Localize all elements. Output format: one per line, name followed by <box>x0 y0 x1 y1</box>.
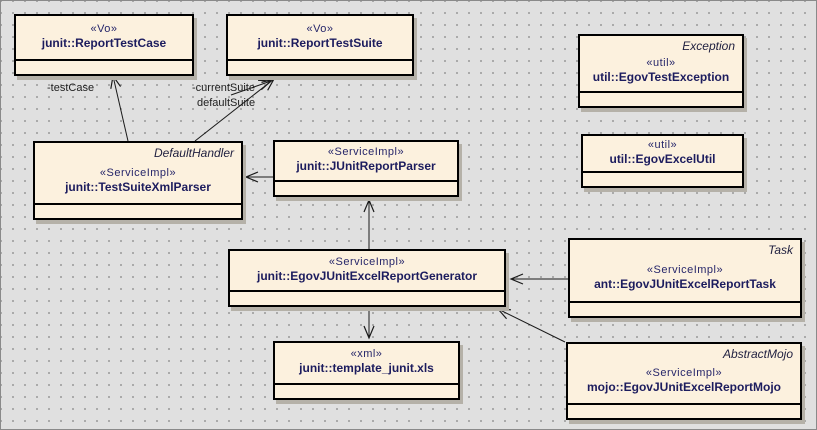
edge-label-testcase: -testCase <box>47 82 95 94</box>
attributes-compartment <box>228 59 412 74</box>
class-name-label: junit::ReportTestSuite <box>257 35 383 50</box>
class-test-suite-xml-parser[interactable]: DefaultHandler «ServiceImpl» junit::Test… <box>33 141 243 220</box>
stereotype-label: «xml» <box>350 348 383 360</box>
class-name-label: util::EgovExcelUtil <box>609 151 716 166</box>
edge-label-defaultsuite: defaultSuite <box>197 97 256 109</box>
association-testcase-arrow[interactable] <box>110 74 129 142</box>
class-egov-junit-excel-report-generator[interactable]: «ServiceImpl» junit::EgovJUnitExcelRepor… <box>228 249 506 307</box>
stereotype-label: «Vo» <box>90 22 118 35</box>
stereotype-label: «ServiceImpl» <box>327 146 405 158</box>
class-title: «ServiceImpl» junit::JUnitReportParser <box>275 142 457 180</box>
stereotype-label: «util» <box>647 138 678 151</box>
stereotype-label: «util» <box>646 57 676 69</box>
class-title: «util» util::EgovExcelUtil <box>583 136 742 171</box>
class-name-label: mojo::EgovJUnitExcelReportMojo <box>586 380 781 394</box>
class-name-label: ant::EgovJUnitExcelReportTask <box>594 277 776 291</box>
attributes-compartment <box>570 301 800 316</box>
class-title: «Vo» junit::ReportTestCase <box>16 16 192 59</box>
supertype-label: Task <box>768 243 793 257</box>
class-title: «ServiceImpl» junit::EgovJUnitExcelRepor… <box>230 251 504 290</box>
stereotype-label: «ServiceImpl» <box>645 367 723 379</box>
class-title: «ServiceImpl» junit::TestSuiteXmlParser <box>35 160 241 203</box>
class-junit-report-parser[interactable]: «ServiceImpl» junit::JUnitReportParser <box>273 140 459 197</box>
class-title: «util» util::EgovTestException <box>580 53 742 91</box>
class-name-label: junit::template_junit.xls <box>299 361 434 375</box>
association-mojo-to-generator-arrow[interactable] <box>496 308 566 343</box>
stereotype-label: «ServiceImpl» <box>646 264 724 276</box>
attributes-compartment <box>583 171 742 186</box>
association-currentsuite-arrow[interactable] <box>230 79 273 96</box>
attributes-compartment <box>275 180 457 195</box>
class-egov-junit-excel-report-mojo[interactable]: AbstractMojo «ServiceImpl» mojo::EgovJUn… <box>566 342 802 420</box>
class-egov-junit-excel-report-task[interactable]: Task «ServiceImpl» ant::EgovJUnitExcelRe… <box>568 238 802 318</box>
stereotype-label: «ServiceImpl» <box>99 166 177 179</box>
class-title: «xml» junit::template_junit.xls <box>275 343 458 383</box>
class-egov-excel-util[interactable]: «util» util::EgovExcelUtil <box>581 134 744 188</box>
class-name-label: junit::EgovJUnitExcelReportGenerator <box>256 268 478 283</box>
supertype-label: Exception <box>682 39 735 53</box>
stereotype-label: «ServiceImpl» <box>328 255 406 268</box>
attributes-compartment <box>568 403 800 418</box>
class-name-label: util::EgovTestException <box>592 70 730 84</box>
attributes-compartment <box>230 290 504 305</box>
class-egov-test-exception[interactable]: Exception «util» util::EgovTestException <box>578 34 744 108</box>
attributes-compartment <box>35 203 241 218</box>
edge-label-currentsuite: -currentSuite <box>192 82 255 94</box>
class-report-test-case[interactable]: «Vo» junit::ReportTestCase <box>14 14 194 76</box>
stereotype-label: «Vo» <box>306 22 334 35</box>
supertype-label: AbstractMojo <box>722 347 793 361</box>
class-name-label: junit::ReportTestCase <box>41 35 167 50</box>
class-title: «Vo» junit::ReportTestSuite <box>228 16 412 59</box>
supertype-label: DefaultHandler <box>153 146 234 160</box>
class-name-label: junit::TestSuiteXmlParser <box>65 179 211 194</box>
attributes-compartment <box>16 59 192 74</box>
class-report-test-suite[interactable]: «Vo» junit::ReportTestSuite <box>226 14 414 76</box>
class-name-label: junit::JUnitReportParser <box>296 159 436 173</box>
attributes-compartment <box>275 383 458 398</box>
attributes-compartment <box>580 91 742 106</box>
class-title: «ServiceImpl» mojo::EgovJUnitExcelReport… <box>568 361 800 403</box>
class-title: «ServiceImpl» ant::EgovJUnitExcelReportT… <box>570 257 800 301</box>
class-template-junit-xls[interactable]: «xml» junit::template_junit.xls <box>273 341 460 400</box>
